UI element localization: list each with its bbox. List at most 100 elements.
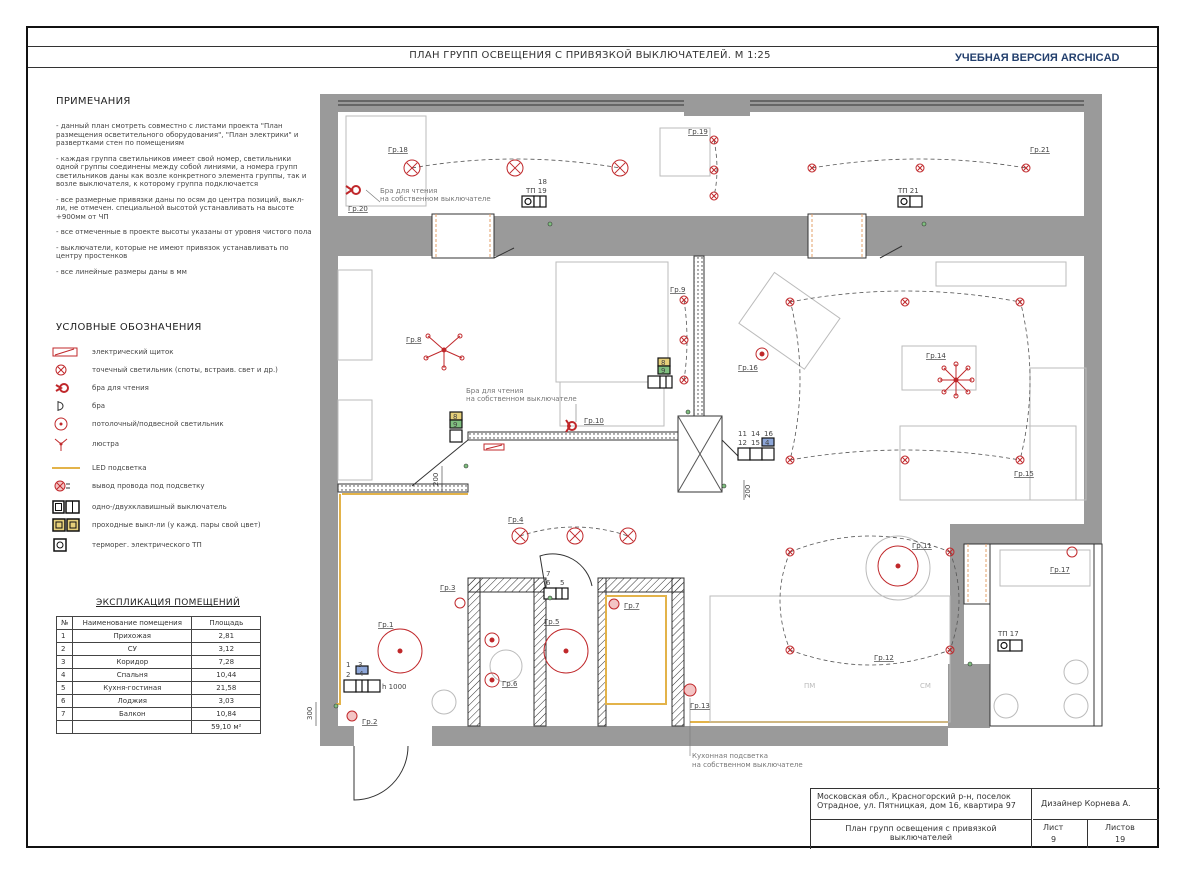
windows bbox=[431, 213, 991, 605]
reading-lamps bbox=[345, 185, 577, 433]
note-item: - все размерные привязки даны по осям до… bbox=[56, 195, 304, 221]
note-item: - каждая группа светильников имеет свой … bbox=[56, 154, 307, 189]
svg-text:ТП 21: ТП 21 bbox=[897, 187, 919, 195]
note-item: - данный план смотреть совместно с листа… bbox=[56, 122, 299, 147]
svg-text:14: 14 bbox=[751, 430, 760, 438]
spot-icon bbox=[679, 375, 689, 385]
sheet-number: 9 bbox=[1051, 835, 1057, 844]
spot-icon bbox=[55, 364, 67, 376]
svg-text:Бра для чтения: Бра для чтения bbox=[380, 187, 437, 195]
explication-heading: ЭКСПЛИКАЦИЯ ПОМЕЩЕНИЙ bbox=[96, 598, 240, 608]
furniture bbox=[337, 115, 1091, 723]
svg-text:Кухонная подсветка: Кухонная подсветка bbox=[692, 752, 768, 760]
ceiling-lamp-icon bbox=[543, 628, 589, 674]
spot-icon bbox=[679, 335, 689, 345]
sconce-icon bbox=[1066, 546, 1078, 558]
group-label: Гр.15 bbox=[1014, 470, 1034, 478]
note-item: - все отмеченные в проекте высоты указан… bbox=[56, 228, 312, 236]
group-label: Гр.21 bbox=[1030, 146, 1050, 154]
legend-item-ceiling-lamp: потолочный/подвесной светильник bbox=[52, 416, 312, 434]
group-connection-lines bbox=[411, 139, 1031, 666]
group-label: Гр.3 bbox=[440, 584, 455, 592]
sheets-total: 19 bbox=[1115, 835, 1126, 844]
wire-outlet-icon bbox=[346, 710, 358, 722]
spot-icon bbox=[566, 527, 584, 545]
sheet-title: ПЛАН ГРУПП ОСВЕЩЕНИЯ С ПРИВЯЗКОЙ ВЫКЛЮЧА… bbox=[409, 50, 771, 61]
group-label: Гр.6 bbox=[502, 680, 518, 688]
spot-icon bbox=[506, 159, 524, 177]
svg-text:2: 2 bbox=[346, 671, 350, 679]
svg-text:8: 8 bbox=[661, 359, 665, 367]
svg-text:6: 6 bbox=[546, 579, 551, 587]
ceiling-lamp-icon bbox=[54, 417, 68, 431]
note-item: - выключатели, которые не имеют привязок… bbox=[56, 243, 289, 261]
switch-block-11-16 bbox=[737, 437, 775, 461]
reading-lamp-icon bbox=[565, 419, 577, 433]
group-label: Гр.16 bbox=[738, 364, 758, 372]
leader-lines bbox=[365, 189, 691, 756]
legend-heading: УСЛОВНЫЕ ОБОЗНАЧЕНИЯ bbox=[56, 322, 202, 333]
svg-text:1: 1 bbox=[346, 661, 350, 669]
svg-text:7: 7 bbox=[546, 570, 550, 578]
dimensions: 200 200 300 h 1000 bbox=[306, 473, 752, 720]
pass-switch-icon bbox=[52, 518, 80, 532]
thermostat-icon bbox=[53, 538, 67, 552]
spot-icon bbox=[1015, 297, 1025, 307]
designer-name: Дизайнер Корнева А. bbox=[1041, 799, 1131, 808]
switch-icon bbox=[52, 500, 80, 514]
wire-outlets bbox=[346, 598, 620, 722]
group-label: Гр.4 bbox=[508, 516, 524, 524]
svg-text:11: 11 bbox=[738, 430, 747, 438]
panel-icon bbox=[52, 347, 78, 357]
spot-icon bbox=[945, 645, 955, 655]
sheets-label: Листов bbox=[1105, 823, 1135, 832]
chandelier-icon bbox=[937, 361, 975, 399]
svg-text:3: 3 bbox=[358, 661, 362, 669]
spot-icon bbox=[709, 191, 719, 201]
spot-icon bbox=[1021, 163, 1031, 173]
group-label: Гр.17 bbox=[1050, 566, 1070, 574]
ceiling-lamp-icon bbox=[377, 628, 423, 674]
partitions bbox=[337, 255, 723, 727]
wire-outlet-icon bbox=[54, 480, 70, 492]
thermostat-switch-tp21 bbox=[897, 195, 923, 208]
svg-text:15: 15 bbox=[751, 439, 760, 447]
chandelier-icon bbox=[54, 438, 68, 451]
spot-icon bbox=[785, 547, 795, 557]
svg-text:ТП 19: ТП 19 bbox=[525, 187, 547, 195]
group-label: Гр.7 bbox=[624, 602, 639, 610]
spot-icon bbox=[785, 455, 795, 465]
spot-icon bbox=[785, 645, 795, 655]
svg-text:5: 5 bbox=[560, 579, 564, 587]
legend-item-pass-switch: проходные выкл-ли (у кажд. пары свой цве… bbox=[52, 517, 312, 535]
spot-icon bbox=[619, 527, 637, 545]
kitchen-label-pm: ПМ bbox=[804, 682, 815, 690]
svg-text:8: 8 bbox=[453, 413, 457, 421]
spot-icon bbox=[945, 547, 955, 557]
doors bbox=[353, 245, 903, 801]
ceiling-lamp-icon bbox=[484, 672, 500, 688]
sconces bbox=[454, 546, 1078, 697]
ceiling-lamps bbox=[377, 347, 919, 688]
header-line-top bbox=[28, 46, 1157, 47]
spot-icon bbox=[709, 135, 719, 145]
ceiling-lamp-icon bbox=[484, 632, 500, 648]
group-label: Гр.5 bbox=[544, 618, 559, 626]
spot-icon bbox=[1015, 455, 1025, 465]
group-label: Гр.10 bbox=[584, 417, 604, 425]
spot-icon bbox=[785, 297, 795, 307]
switch-block-8-9-bedroom bbox=[647, 357, 673, 389]
spot-icon bbox=[403, 159, 421, 177]
switch-block-5-7 bbox=[543, 587, 569, 600]
svg-text:200: 200 bbox=[744, 485, 752, 498]
spot-icon bbox=[807, 163, 817, 173]
note-item: - все линейные размеры даны в мм bbox=[56, 267, 187, 276]
group-labels: Гр.1 Гр.2 Гр.3 Гр.4 Гр.5 Гр.6 Гр.7 Гр.8 … bbox=[348, 128, 1070, 726]
spot-icon bbox=[900, 297, 910, 307]
svg-text:на собственном выключателе: на собственном выключателе bbox=[466, 395, 577, 403]
group-label: Гр.2 bbox=[362, 718, 377, 726]
spot-icon bbox=[915, 163, 925, 173]
